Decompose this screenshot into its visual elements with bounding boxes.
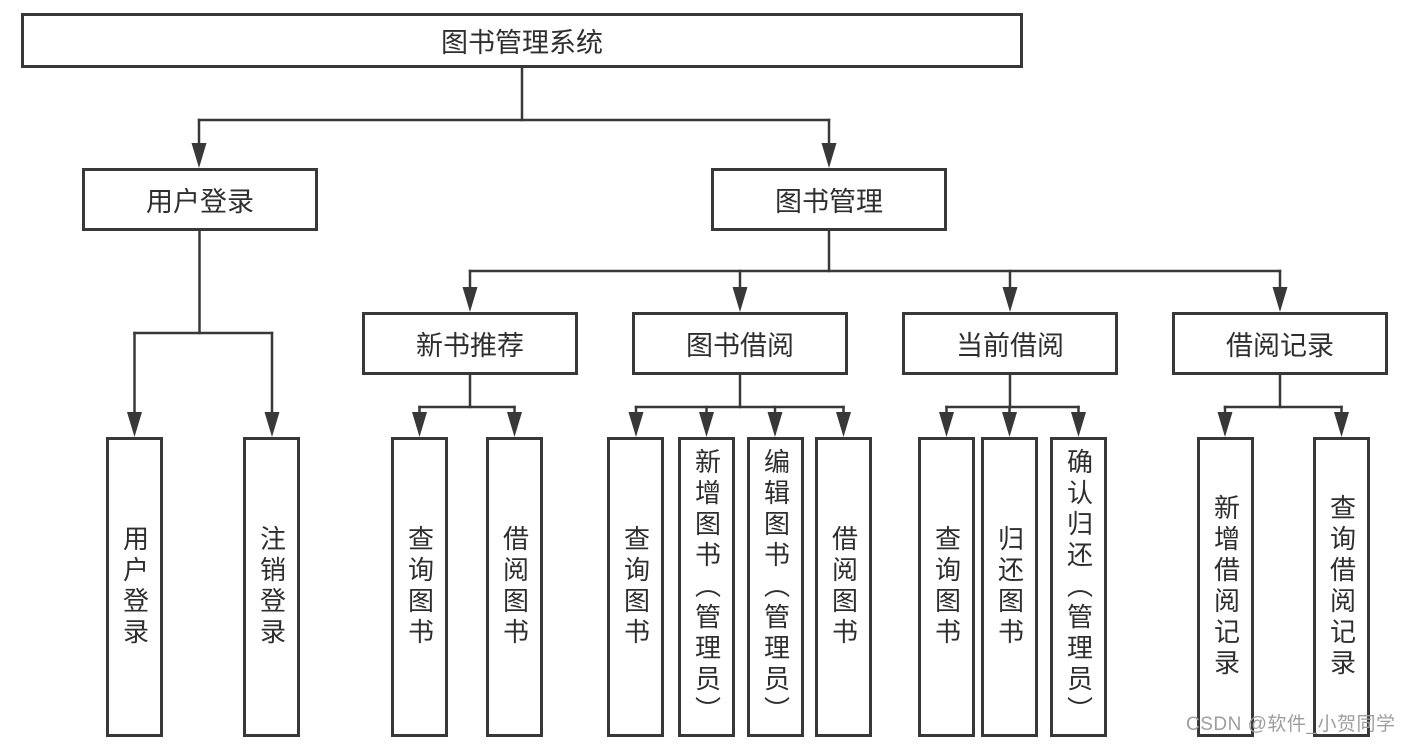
node-label: 图书管理系统 bbox=[441, 28, 603, 58]
node-label: 新书推荐 bbox=[416, 331, 524, 361]
node-label: 新增图书（管理员） bbox=[691, 447, 722, 727]
node-query-books-current: 查询图书 bbox=[918, 437, 975, 737]
node-label: 归还图书 bbox=[994, 525, 1025, 649]
node-borrowing-records: 借阅记录 bbox=[1172, 312, 1388, 375]
node-current-borrowing: 当前借阅 bbox=[902, 312, 1118, 375]
node-add-books-admin: 新增图书（管理员） bbox=[678, 437, 735, 737]
node-query-books-borrowing: 查询图书 bbox=[607, 437, 664, 737]
node-book-borrowing: 图书借阅 bbox=[632, 312, 848, 375]
node-edit-books-admin: 编辑图书（管理员） bbox=[747, 437, 804, 737]
node-label: 当前借阅 bbox=[956, 331, 1064, 361]
node-label: 用户登录 bbox=[119, 525, 150, 649]
node-user-login-leaf: 用户登录 bbox=[106, 437, 163, 737]
node-return-books: 归还图书 bbox=[981, 437, 1038, 737]
node-label: 图书管理 bbox=[775, 187, 883, 217]
node-label: 用户登录 bbox=[146, 187, 254, 217]
node-user-login: 用户登录 bbox=[82, 168, 318, 231]
node-label: 注销登录 bbox=[256, 525, 287, 649]
node-library-management-system: 图书管理系统 bbox=[21, 13, 1023, 68]
node-label: 借阅记录 bbox=[1226, 331, 1334, 361]
node-label: 借阅图书 bbox=[828, 525, 859, 649]
watermark-text: CSDN @软件_小贺同学 bbox=[1186, 714, 1396, 735]
node-logout: 注销登录 bbox=[243, 437, 300, 737]
node-label: 图书借阅 bbox=[686, 331, 794, 361]
node-label: 查询图书 bbox=[404, 525, 435, 649]
node-label: 查询图书 bbox=[931, 525, 962, 649]
node-query-borrow-record: 查询借阅记录 bbox=[1313, 437, 1370, 737]
node-add-borrow-record: 新增借阅记录 bbox=[1197, 437, 1254, 737]
node-label: 借阅图书 bbox=[499, 525, 530, 649]
node-label: 编辑图书（管理员） bbox=[760, 447, 791, 727]
node-label: 新增借阅记录 bbox=[1210, 494, 1241, 680]
node-confirm-return-admin: 确认归还（管理员） bbox=[1050, 437, 1107, 737]
node-label: 查询图书 bbox=[620, 525, 651, 649]
node-new-book-recommendation: 新书推荐 bbox=[362, 312, 578, 375]
node-label: 确认归还（管理员） bbox=[1063, 447, 1094, 727]
node-borrow-books-borrowing: 借阅图书 bbox=[815, 437, 872, 737]
node-query-books-recommend: 查询图书 bbox=[391, 437, 448, 737]
node-book-management: 图书管理 bbox=[711, 168, 947, 231]
node-label: 查询借阅记录 bbox=[1326, 494, 1357, 680]
node-borrow-books-recommend: 借阅图书 bbox=[486, 437, 543, 737]
